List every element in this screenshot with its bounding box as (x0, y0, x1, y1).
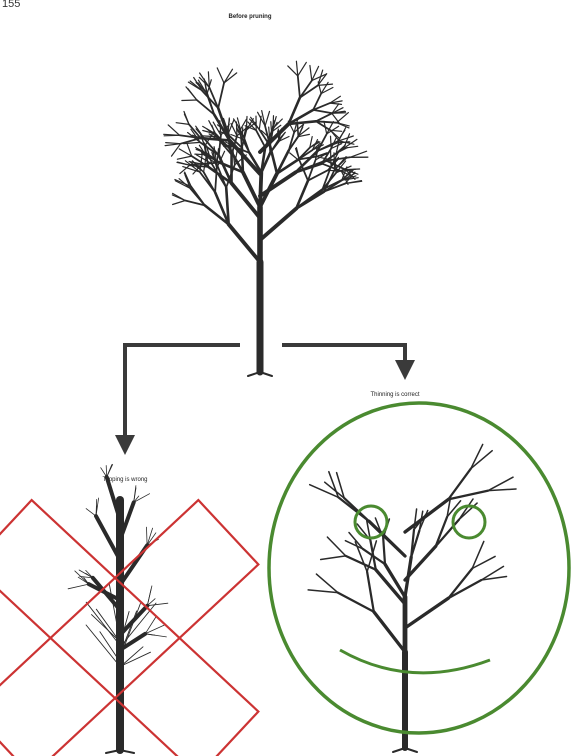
branch (236, 122, 237, 136)
branch (471, 451, 492, 469)
branch (405, 499, 448, 532)
branch (224, 69, 233, 83)
branch (300, 85, 318, 97)
branch (147, 527, 148, 545)
branch (337, 113, 349, 123)
branch (405, 598, 449, 628)
branch (488, 489, 516, 491)
branch (332, 113, 346, 114)
branch (367, 572, 374, 612)
branch (173, 201, 186, 205)
crown-base-arc (340, 650, 490, 673)
branch (472, 541, 484, 568)
branch (176, 123, 189, 125)
branch (350, 151, 367, 157)
branch (472, 556, 495, 568)
branch (327, 537, 345, 556)
branch (204, 172, 216, 192)
branch (321, 556, 346, 560)
branch (251, 117, 260, 129)
branch (488, 477, 513, 490)
branch (310, 66, 312, 81)
branch (86, 625, 120, 667)
branch (383, 538, 385, 564)
branch (318, 84, 333, 85)
branch (224, 73, 237, 83)
branch (288, 66, 298, 76)
branch (166, 143, 181, 144)
branch (338, 593, 374, 612)
branch (436, 517, 447, 546)
branch (86, 602, 120, 645)
branch (101, 468, 107, 477)
branch (120, 652, 151, 666)
branch (270, 146, 277, 174)
branch (374, 612, 405, 652)
correct-mark (269, 403, 569, 733)
correct-oval (269, 403, 569, 733)
branch (68, 584, 89, 589)
branch (300, 81, 312, 98)
branch (316, 113, 332, 121)
branch (184, 114, 189, 124)
branch (330, 103, 342, 104)
branch (168, 125, 179, 135)
branch (182, 100, 197, 101)
branch (296, 61, 297, 76)
branch (134, 494, 150, 503)
branch (471, 444, 483, 468)
flow-arrows (125, 345, 405, 445)
branch (298, 62, 307, 76)
branch (265, 111, 269, 126)
branch (298, 76, 300, 98)
branch (186, 87, 197, 100)
tree-before-pruning (164, 61, 368, 376)
branch (217, 68, 224, 83)
branch (147, 603, 168, 606)
arrow-to-topping (125, 345, 240, 445)
branch (173, 193, 186, 200)
branch (218, 83, 224, 108)
branch (331, 136, 332, 148)
branch (145, 634, 166, 637)
branch (449, 580, 482, 598)
branch (313, 110, 332, 113)
branch (106, 466, 107, 478)
branch (316, 574, 337, 593)
branch (308, 590, 338, 593)
branch (172, 144, 181, 156)
branch (107, 464, 113, 477)
branch (229, 224, 260, 262)
branch (208, 72, 209, 87)
arrow-to-thinning (282, 345, 405, 370)
branch (449, 569, 473, 599)
branch (177, 156, 191, 159)
branch (260, 209, 296, 240)
branch (86, 509, 96, 516)
